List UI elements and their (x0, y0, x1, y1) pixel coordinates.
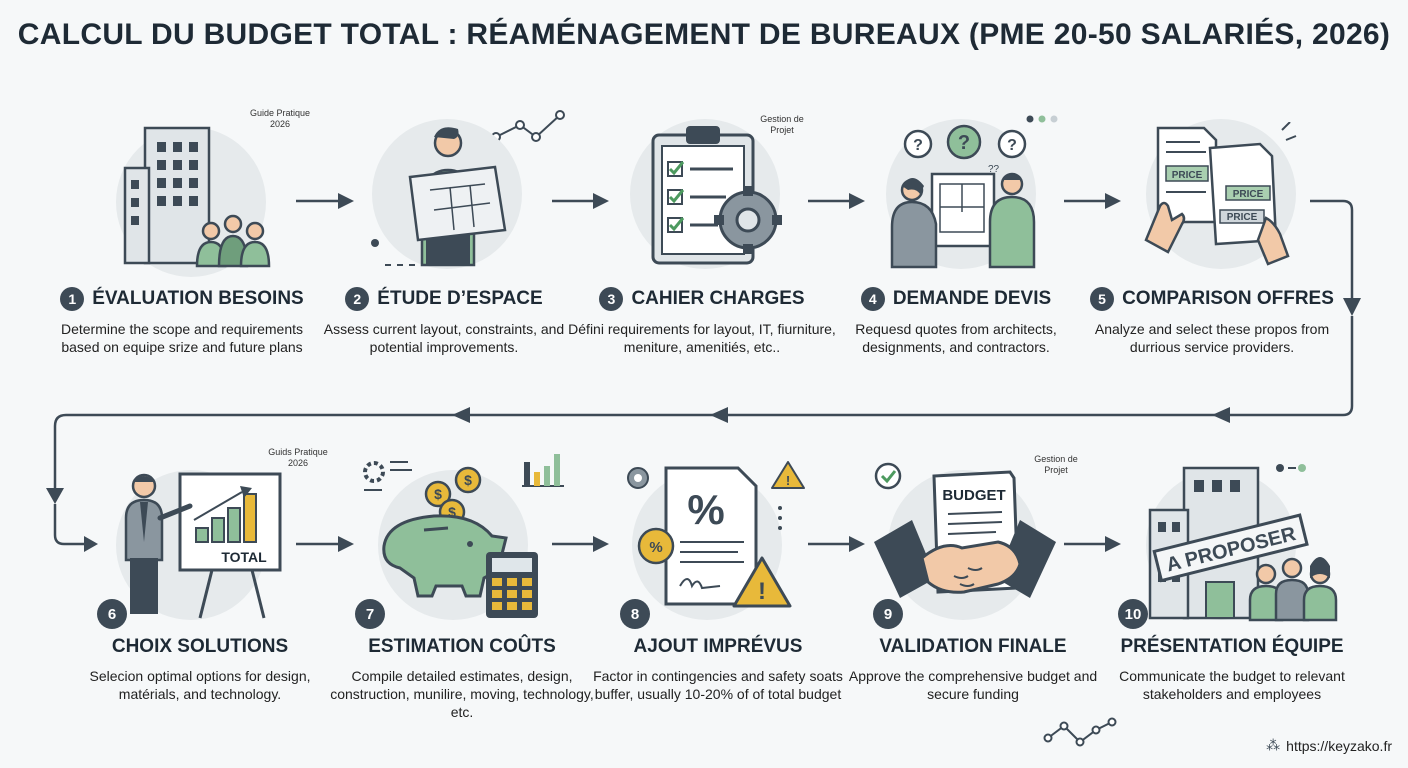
handshake-budget-icon: BUDGET (874, 462, 1056, 598)
step-9: VALIDATION FINALE Approve the comprehens… (838, 636, 1108, 703)
svg-text:?: ? (1007, 137, 1017, 154)
office-building-icon (123, 126, 271, 268)
step-description: Determine the scope and requirements bas… (60, 321, 304, 355)
step-2: 2 ÉTUDE D’ESPACE Assess current layout, c… (309, 287, 579, 356)
clipboard-gear-icon (651, 126, 782, 265)
step-description: Compile detailed estimates, design, cons… (330, 668, 594, 720)
price-label: PRICE (1227, 212, 1258, 223)
svg-text:$: $ (464, 472, 472, 488)
svg-text:!: ! (786, 473, 790, 488)
svg-text:%: % (687, 486, 724, 533)
step-title: ÉVALUATION BESOINS (92, 288, 304, 309)
annotation-guide-6: Guids Pratique 2026 (268, 447, 328, 468)
step-description: Défini requirements for layout, IT, fiur… (568, 321, 836, 355)
step-description: Factor in contingencies and safety soats… (593, 668, 843, 702)
step-number-badge: 7 (355, 599, 385, 629)
step-1: 1 ÉVALUATION BESOINS Determine the scope … (47, 287, 317, 356)
step-number-badge: 10 (1118, 599, 1148, 629)
svg-text:!: ! (758, 578, 766, 605)
step-5: 5 COMPARISON OFFRES Analyze and select th… (1077, 287, 1347, 356)
step-number: 3 (599, 287, 624, 311)
footer: ⁂ https://keyzako.fr (1266, 737, 1392, 754)
step-number: 2 (345, 287, 370, 311)
footer-url[interactable]: https://keyzako.fr (1286, 737, 1392, 754)
step-number-badge: 8 (620, 599, 650, 629)
step-description: Communicate the budget to relevant stake… (1119, 668, 1345, 702)
budget-label: BUDGET (942, 487, 1005, 504)
svg-text:$: $ (448, 504, 456, 520)
svg-text:%: % (649, 539, 662, 556)
step-description: Approve the comprehensive budget and sec… (848, 668, 1098, 702)
step-title: COMPARISON OFFRES (1122, 288, 1334, 309)
building-team-stamp-icon: A PROPOSER (1148, 466, 1338, 622)
step-description: Assess current layout, constraints, and … (323, 321, 565, 355)
step-6: CHOIX SOLUTIONS Selecion optimal options… (65, 636, 335, 703)
step-8: AJOUT IMPRÉVUS Factor in contingencies a… (583, 636, 853, 703)
step-title: VALIDATION FINALE (879, 636, 1067, 657)
step-title: AJOUT IMPRÉVUS (633, 636, 803, 657)
step-description: Selecion optimal options for design, mat… (89, 668, 311, 702)
quote-request-icon: ??? ?? (890, 124, 1036, 269)
deco-line-chart-bottom (1043, 717, 1117, 747)
step-title: ESTIMATION COÛTS (368, 636, 556, 657)
step-number: 5 (1090, 287, 1115, 311)
step-4: 4 DEMANDE DEVIS Requesd quotes from archi… (821, 287, 1091, 356)
page-title: CALCUL DU BUDGET TOTAL : RÉAMÉNAGEMENT D… (17, 18, 1391, 51)
deco-dots-small (1276, 464, 1306, 472)
connector-down-right (1310, 199, 1354, 300)
compare-offers-icon: PRICE PRICE PRICE (1144, 122, 1297, 266)
step-title: DEMANDE DEVIS (892, 288, 1052, 309)
step-title: ÉTUDE D’ESPACE (377, 288, 543, 309)
svg-text:?: ? (958, 132, 970, 154)
step-number-badge: 9 (873, 599, 903, 629)
step-10: PRÉSENTATION ÉQUIPE Communicate the budg… (1097, 636, 1367, 703)
step-number: 4 (860, 287, 885, 311)
annotation-guide-1: Guide Pratique 2026 (249, 108, 311, 129)
step-number: 1 (60, 287, 85, 311)
svg-text:?: ? (913, 137, 923, 154)
presenter-total-chart-icon: TOTAL (124, 472, 282, 619)
contingency-percent-icon: % % ! ! (627, 461, 805, 608)
network-icon: ⁂ (1266, 737, 1281, 753)
price-label: PRICE (1233, 189, 1264, 200)
step-description: Requesd quotes from architects, designme… (855, 321, 1057, 355)
step-description: Analyze and select these propos from dur… (1094, 321, 1330, 355)
step-title: CAHIER CHARGES (631, 288, 805, 309)
step-number-badge: 6 (97, 599, 127, 629)
piggy-bank-calculator-icon: $ $ $ (363, 461, 538, 618)
annotation-gestion-3: Gestion de Projet (760, 114, 804, 135)
step-3: 3 CAHIER CHARGES Défini requirements for … (567, 287, 837, 356)
person-blueprint-icon (371, 127, 507, 267)
step-title: PRÉSENTATION ÉQUIPE (1120, 636, 1344, 657)
question-marks: ?? (988, 164, 1000, 175)
annotation-gestion-9: Gestion de Projet (1034, 454, 1078, 475)
step-7: ESTIMATION COÛTS Compile detailed estima… (327, 636, 597, 721)
step-title: CHOIX SOLUTIONS (111, 636, 289, 657)
price-label: PRICE (1172, 170, 1203, 181)
mini-bar-chart-icon (522, 454, 564, 487)
total-label: TOTAL (221, 549, 267, 565)
svg-text:$: $ (434, 486, 442, 502)
